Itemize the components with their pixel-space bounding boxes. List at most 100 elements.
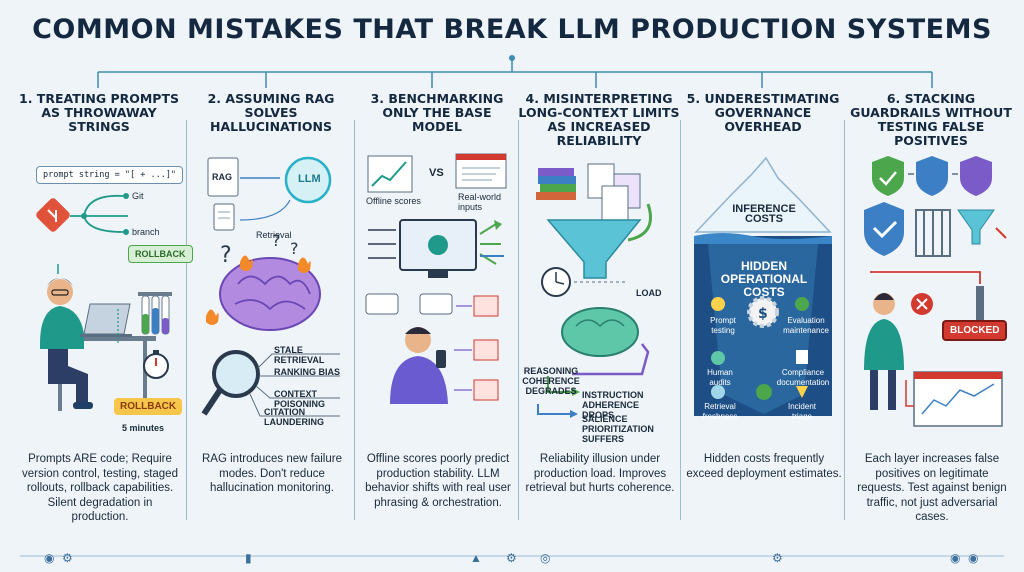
rag-label: RAG: [212, 172, 232, 182]
column-divider: [680, 120, 681, 520]
clock-icon: [541, 267, 571, 297]
document-icon: [207, 157, 239, 231]
illustration: ? ? ? RAG LLM Retrieval STALE RETRIEVAL …: [190, 144, 352, 434]
funnel-icon: [546, 219, 642, 279]
browser-icon: [455, 153, 507, 189]
chat-bubble-icon: [365, 293, 453, 315]
title-connector: [97, 55, 933, 88]
document-icon: [587, 163, 641, 221]
mistake-column-2: 2. ASSUMING RAG SOLVES HALLUCINATIONS ? …: [190, 92, 352, 540]
column-divider: [844, 120, 845, 520]
mistake-column-6: 6. STACKING GUARDRAILS WITHOUT TESTING F…: [850, 92, 1012, 540]
page-title: COMMON MISTAKES THAT BREAK LLM PRODUCTIO…: [32, 14, 992, 45]
degradation-label: REASONING COHERENCE DEGRADES: [522, 366, 580, 396]
circle-icon: ◉: [950, 551, 961, 565]
illustration: $ INFERENCE COSTS HIDDEN OPERATIONAL COS…: [682, 144, 844, 434]
chart-icon: [367, 155, 413, 193]
failure-mode-label: RANKING BIAS: [274, 367, 341, 377]
svg-text:?: ?: [290, 239, 299, 258]
fire-icon: [206, 255, 311, 325]
cost-item-label: Compliance documentation: [776, 368, 830, 387]
mistake-column-4: 4. MISINTERPRETING LONG-CONTEXT LIMITS A…: [518, 92, 680, 540]
cost-item-label: Incident triage: [787, 402, 817, 421]
failure-mode-label: STALE RETRIEVAL: [274, 345, 325, 365]
mistake-column-1: 1. TREATING PROMPTS AS THROWAWAY STRINGS…: [18, 91, 193, 540]
gate-icon: [915, 209, 951, 257]
funnel-icon: [957, 209, 995, 245]
developer-illustration: [40, 278, 156, 411]
mistake-column-5: 5. UNDERESTIMATING GOVERNANCE OVERHEAD $…: [682, 92, 844, 540]
browser-icon: [913, 371, 1003, 427]
column-title: 1. TREATING PROMPTS AS THROWAWAY STRINGS: [19, 91, 179, 134]
circle-icon: ◉: [44, 551, 55, 565]
monitor-icon: [399, 219, 477, 278]
column-divider: [186, 120, 187, 520]
blocked-badge: BLOCKED: [942, 320, 1008, 341]
git-icon: [36, 198, 70, 232]
versus-label: VS: [429, 167, 444, 179]
svg-text:?: ?: [272, 231, 281, 250]
person-illustration: [864, 293, 904, 410]
retrieval-label: Retrieval: [256, 230, 292, 240]
cost-item-label: Retrieval freshness: [702, 402, 738, 421]
illustration: LOAD REASONING COHERENCE DEGRADES INSTRU…: [518, 144, 680, 444]
duration-label: 5 minutes: [122, 423, 165, 433]
rollback-badge: ROLLBACK: [114, 398, 183, 415]
column-description: RAG introduces new failure modes. Don't …: [202, 453, 342, 494]
branch-label: branch: [132, 227, 160, 237]
failure-mode-label: CITATION LAUNDERING: [264, 407, 324, 427]
footer-strip: ◉ ⚙ ▮ ▲ ⚙ ◎ ⚙ ◉ ◉: [0, 540, 1024, 570]
bar-chart-icon: ▮: [245, 551, 252, 565]
column-title: 4. MISINTERPRETING LONG-CONTEXT LIMITS A…: [518, 91, 680, 148]
column-description: Reliability illusion under production lo…: [525, 453, 675, 494]
brain-icon: [219, 257, 321, 331]
column-description: Hidden costs frequently exceed deploymen…: [686, 453, 842, 480]
svg-text:?: ?: [220, 243, 232, 268]
column-description: Prompts ARE code; Require version contro…: [22, 453, 178, 523]
warning-icon: [473, 295, 499, 401]
test-tubes-icon: [138, 292, 172, 335]
hidden-costs-label: HIDDEN OPERATIONAL COSTS: [720, 259, 808, 299]
git-label: Git: [132, 191, 144, 201]
rollback-badge: ROLLBACK: [128, 245, 193, 263]
load-label: LOAD: [636, 288, 662, 298]
inference-costs-label: INFERENCE COSTS: [732, 203, 796, 225]
gear-icon: ⚙: [62, 551, 73, 565]
stopwatch-icon: [143, 350, 169, 379]
cost-item-label: Human audits: [707, 368, 733, 387]
brain-icon: [561, 307, 639, 357]
laptop-icon: [80, 303, 132, 337]
column-title: 5. UNDERESTIMATING GOVERNANCE OVERHEAD: [686, 91, 840, 134]
failure-mode-label: CONTEXT POISONING: [274, 389, 326, 409]
gear-icon: ⚙: [772, 551, 783, 565]
degradation-label: SALIENCE PRIORITIZATION SUFFERS: [582, 414, 654, 444]
shield-icon: [864, 156, 992, 256]
gear-icon: ⚙: [506, 551, 517, 565]
prompt-string-box: prompt string = "[ + ...]": [36, 166, 184, 184]
llm-icon: [284, 156, 332, 204]
column-title: 2. ASSUMING RAG SOLVES HALLUCINATIONS: [207, 91, 335, 134]
column-divider: [518, 120, 519, 520]
gear-icon: $: [747, 296, 779, 328]
real-world-label: Real-world inputs: [458, 192, 502, 212]
illustration: VS Offline scores Real-world inputs: [356, 144, 518, 434]
mistake-column-3: 3. BENCHMARKING ONLY THE BASE MODEL: [356, 92, 518, 540]
offline-scores-label: Offline scores: [366, 196, 421, 206]
error-icon: [911, 293, 933, 315]
chart-icon: ▲: [470, 551, 482, 565]
column-description: Offline scores poorly predict production…: [365, 453, 511, 509]
illustration: prompt string = "[ + ...]": [18, 144, 193, 434]
degradation-label: INSTRUCTION ADHERENCE DROPS: [582, 390, 644, 420]
column-divider: [354, 120, 355, 520]
column-title: 3. BENCHMARKING ONLY THE BASE MODEL: [370, 91, 504, 134]
books-icon: [536, 168, 576, 200]
column-title: 6. STACKING GUARDRAILS WITHOUT TESTING F…: [850, 91, 1012, 148]
cost-item-label: Evaluation maintenance: [783, 316, 829, 335]
llm-label: LLM: [298, 173, 321, 185]
column-description: Each layer increases false positives on …: [857, 453, 1007, 523]
illustration: BLOCKED: [850, 144, 1012, 434]
cost-item-label: Prompt testing: [710, 316, 736, 335]
svg-text:$: $: [758, 306, 768, 322]
magnifier-icon: [201, 350, 260, 416]
user-with-phone: [390, 327, 448, 404]
